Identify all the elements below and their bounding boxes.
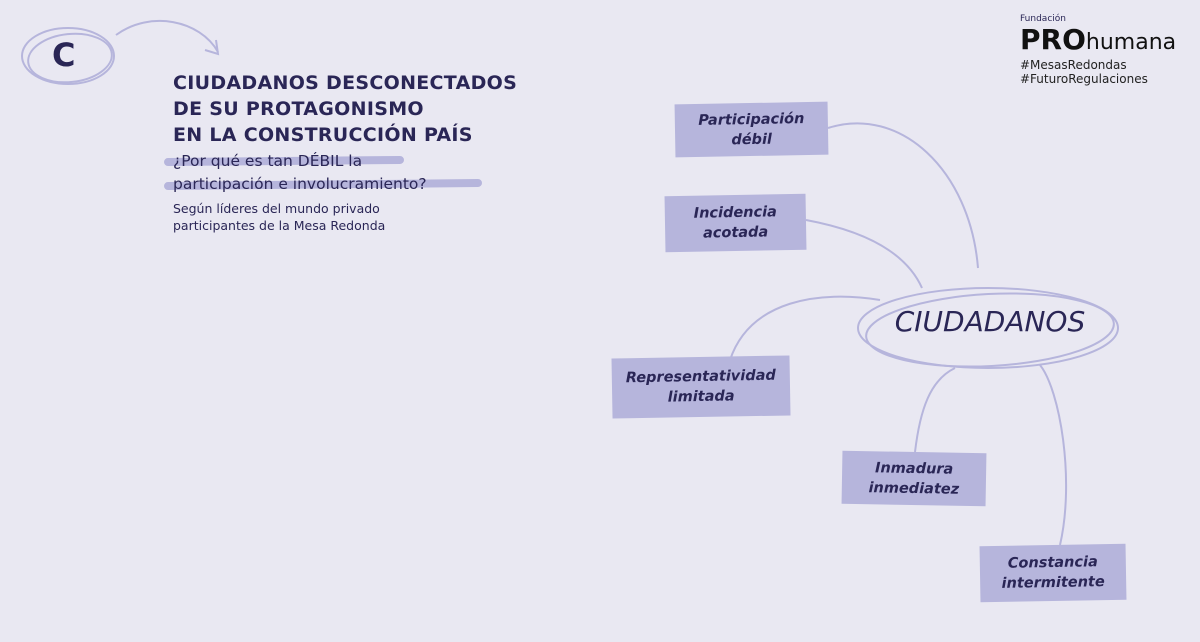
node-label: Participación xyxy=(698,110,805,129)
logo-brand: PROhumana xyxy=(1020,25,1176,58)
badge-circle xyxy=(21,27,115,85)
title-line: EN LA CONSTRUCCIÓN PAÍS xyxy=(173,124,473,146)
node-label: inmediatez xyxy=(868,479,960,498)
question-line: participación e involucramiento? xyxy=(173,175,427,193)
node-constancia: Constancia intermitente xyxy=(979,543,1127,603)
center-ellipse xyxy=(857,287,1119,369)
hashtag: #MesasRedondas xyxy=(1020,58,1127,72)
page-title: CIUDADANOS DESCONECTADOS DE SU PROTAGONI… xyxy=(173,70,517,148)
logo-pro: PRO xyxy=(1020,23,1086,56)
subtitle: Según líderes del mundo privado particip… xyxy=(173,200,385,234)
node-participacion: Participación débil xyxy=(674,101,829,158)
node-label: Representatividad xyxy=(625,367,776,387)
title-line: DE SU PROTAGONISMO xyxy=(173,98,424,120)
logo-humana: humana xyxy=(1085,30,1177,55)
arrow-head xyxy=(204,39,220,56)
node-label: débil xyxy=(731,131,773,148)
subtitle-line: Según líderes del mundo privado xyxy=(173,201,380,216)
question: ¿Por qué es tan DÉBIL la participación e… xyxy=(173,150,427,196)
node-label: intermitente xyxy=(1001,574,1105,592)
arrow-line xyxy=(115,20,219,53)
prohumana-logo: Fundación PROhumana #MesasRedondas #Futu… xyxy=(1020,14,1176,86)
node-label: Constancia xyxy=(1007,554,1098,572)
logo-small: Fundación xyxy=(1020,14,1066,24)
node-label: acotada xyxy=(702,224,769,242)
subtitle-line: participantes de la Mesa Redonda xyxy=(173,218,386,233)
hashtag: #FuturoRegulaciones xyxy=(1020,72,1148,86)
section-badge: C xyxy=(52,36,76,74)
center-node: CIUDADANOS xyxy=(894,305,1086,338)
title-line: CIUDADANOS DESCONECTADOS xyxy=(173,72,518,94)
node-label: limitada xyxy=(667,388,735,406)
node-label: Incidencia xyxy=(693,204,778,222)
node-label: Inmadura xyxy=(874,459,954,478)
question-line: ¿Por qué es tan DÉBIL la xyxy=(173,152,363,170)
node-incidencia: Incidencia acotada xyxy=(664,193,807,253)
